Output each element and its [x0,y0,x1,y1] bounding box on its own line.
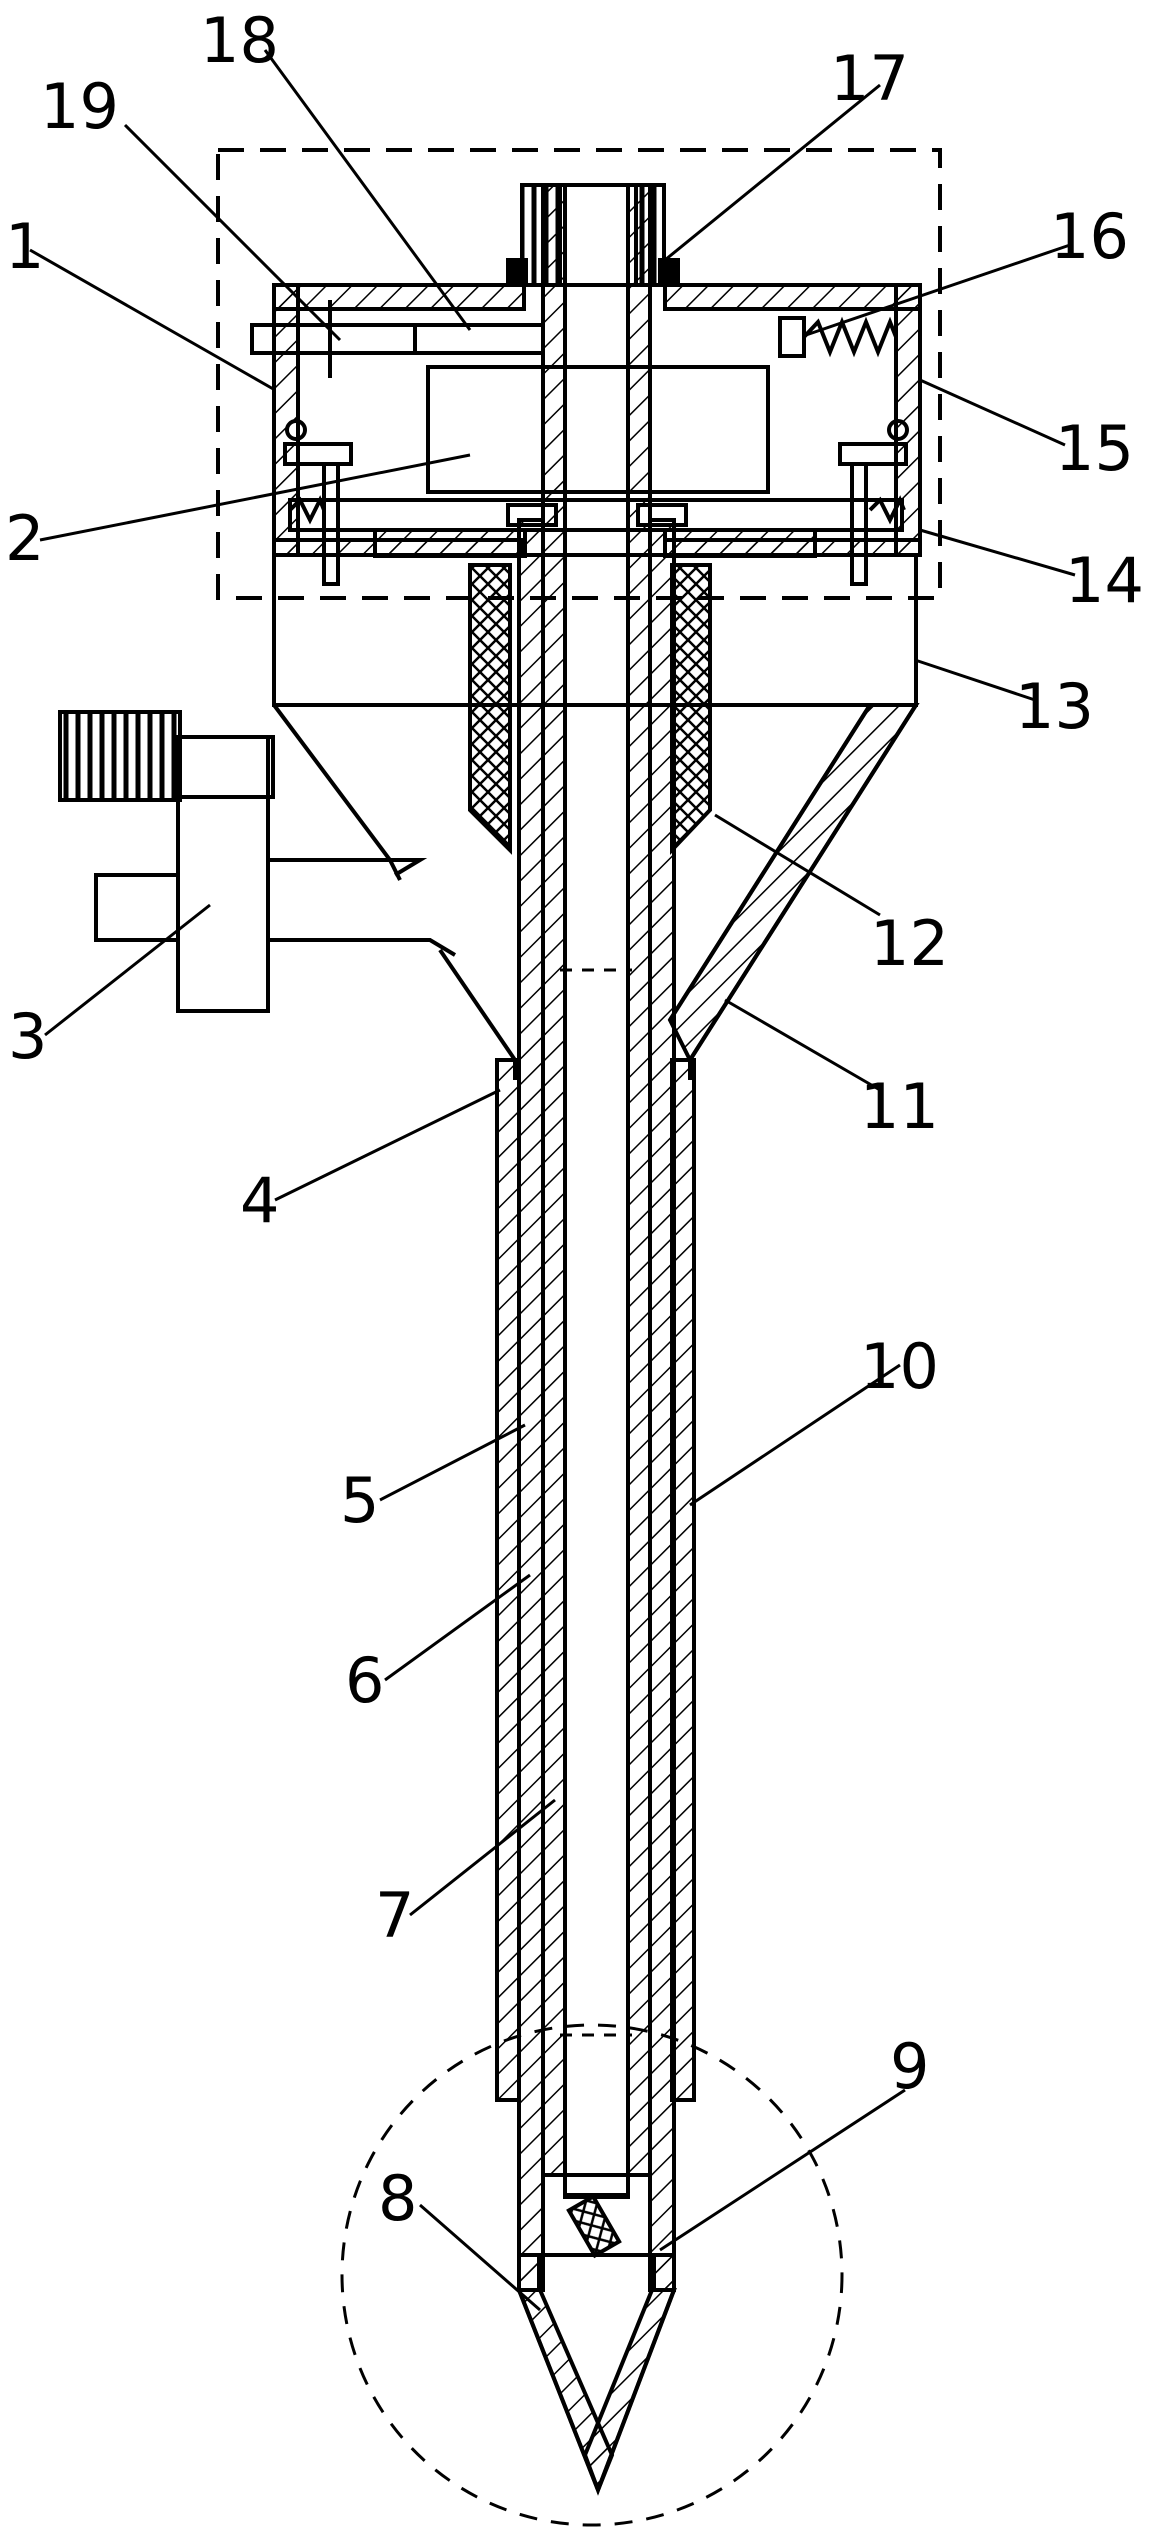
drill-tip [519,2255,674,2490]
label-6: 6 [345,1644,384,1717]
label-17: 17 [830,42,909,115]
label-9: 9 [890,2030,929,2103]
middle-pipe [508,505,686,2290]
side-pins [285,444,906,584]
label-16: 16 [1050,200,1129,273]
label-19: 19 [40,70,119,143]
check-valve [565,2175,628,2256]
label-8: 8 [378,2162,417,2235]
label-1: 1 [5,210,44,283]
funnel [274,705,916,1080]
label-10: 10 [860,1330,939,1403]
side-inlet [60,712,455,1011]
reference-labels: 1 2 3 4 5 6 7 8 9 10 11 12 13 14 15 16 1… [5,4,1144,2235]
label-5: 5 [340,1464,379,1537]
label-14: 14 [1065,544,1144,617]
inner-pipe [543,185,650,2195]
label-7: 7 [375,1879,414,1952]
central-block [428,367,768,492]
label-11: 11 [860,1070,939,1143]
label-12: 12 [870,907,949,980]
label-18: 18 [200,4,279,77]
top-nut [508,185,678,285]
lower-skirt [274,555,916,705]
label-13: 13 [1015,670,1094,743]
label-4: 4 [240,1164,279,1237]
label-2: 2 [5,502,44,575]
label-3: 3 [8,1000,47,1073]
label-15: 15 [1055,412,1134,485]
